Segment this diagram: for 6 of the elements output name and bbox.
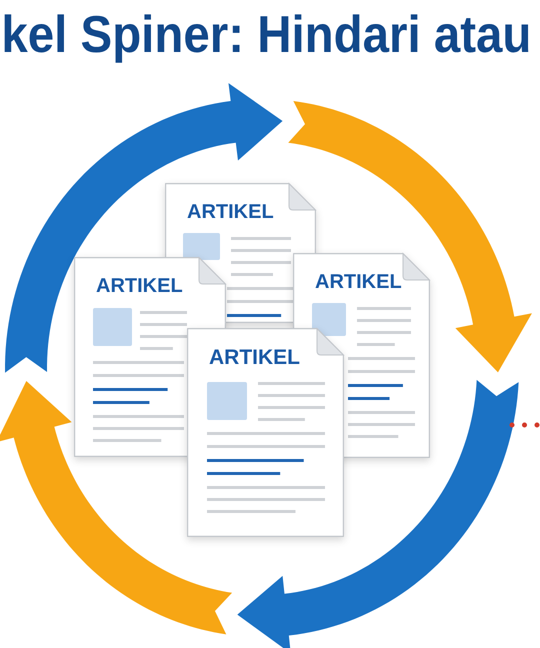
title: kel Spiner: Hindari atau <box>1 9 531 61</box>
document-title: ARTIKEL <box>315 272 402 292</box>
document-title: ARTIKEL <box>187 202 274 222</box>
document-title: ARTIKEL <box>96 276 183 296</box>
document-title: ARTIKEL <box>209 347 300 368</box>
document-card <box>187 328 344 537</box>
